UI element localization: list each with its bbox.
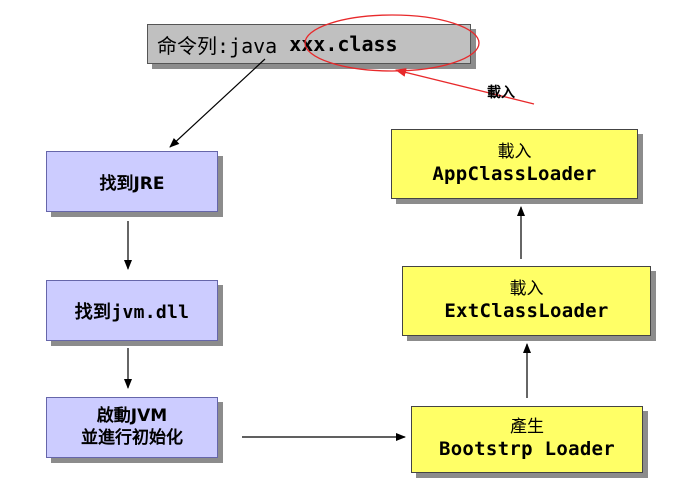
- bootstrap-loader-box: 產生 Bootstrp Loader: [411, 406, 643, 473]
- class-file-highlight-ellipse: [304, 14, 480, 72]
- step-find-jre: 找到JRE: [46, 151, 218, 212]
- step-start-jvm-line1: 啟動JVM: [96, 406, 168, 427]
- ext-class-loader-box: 載入 ExtClassLoader: [402, 266, 651, 336]
- bootstrap-loader-label: 產生: [510, 417, 544, 437]
- ext-class-loader-name: ExtClassLoader: [444, 299, 609, 322]
- ext-class-loader-label: 載入: [509, 278, 544, 299]
- command-line-box: 命令列:java xxx.class: [147, 24, 471, 64]
- bootstrap-loader-name: Bootstrp Loader: [438, 438, 616, 461]
- app-class-loader-box: 載入 AppClassLoader: [391, 129, 638, 199]
- step-find-jre-label: 找到JRE: [99, 174, 165, 194]
- step-find-jvm-dll: 找到jvm.dll: [46, 280, 218, 341]
- step-find-jvm-dll-label: 找到jvm.dll: [74, 301, 190, 323]
- load-arrow-label: 載入: [487, 85, 515, 101]
- app-class-loader-label: 載入: [497, 141, 532, 162]
- step-start-jvm: 啟動JVM 並進行初始化: [46, 397, 218, 458]
- step-start-jvm-line2: 並進行初始化: [81, 427, 183, 448]
- command-prefix: 命令列:java: [157, 33, 278, 58]
- app-class-loader-name: AppClassLoader: [432, 162, 597, 185]
- arrow-command-to-jre: [169, 58, 266, 148]
- arrow-load-to-class-file: [395, 68, 535, 105]
